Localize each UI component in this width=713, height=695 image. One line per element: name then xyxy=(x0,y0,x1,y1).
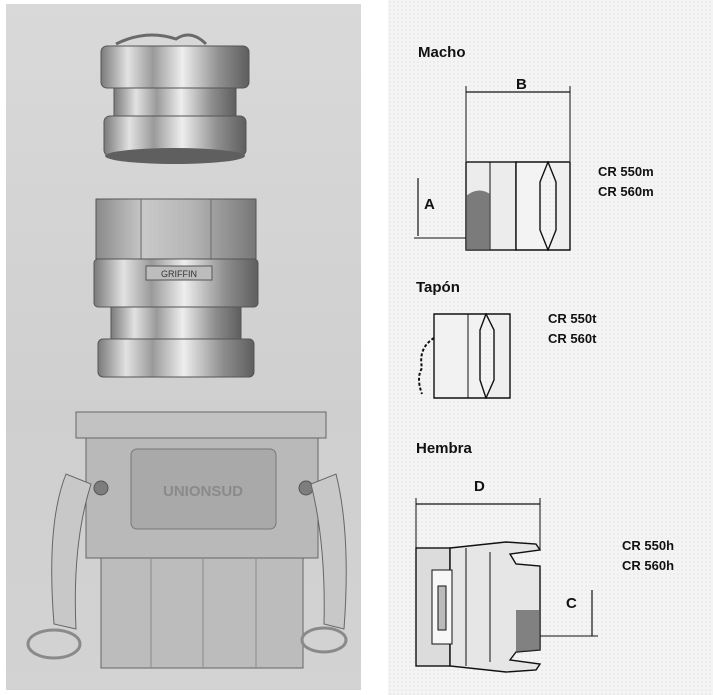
hembra-code-550: CR 550h xyxy=(622,538,675,553)
engraving-top: GRIFFIN xyxy=(161,269,197,279)
plug-photo xyxy=(100,33,250,164)
dimension-label-d: D xyxy=(474,478,485,495)
macho-drawing xyxy=(414,86,571,251)
macho-code-560: CR 560m xyxy=(598,184,654,199)
hembra-code-560: CR 560h xyxy=(622,558,675,573)
hembra-code-list: CR 550h CR 560h xyxy=(622,536,674,576)
engraving-bottom: UNIONSUD xyxy=(163,483,243,500)
dimension-label-b: B xyxy=(516,76,527,93)
coupling-photo-illustration: GRIFFIN UNIONSUD xyxy=(26,33,348,669)
tapon-drawing xyxy=(418,313,511,399)
section-title-macho: Macho xyxy=(418,44,466,61)
tapon-code-list: CR 550t CR 560t xyxy=(548,309,596,349)
dimension-label-c: C xyxy=(566,595,577,612)
female-coupler-photo: UNIONSUD xyxy=(26,411,348,669)
technical-diagram-panel: Macho B A CR 550m CR 560m Tapón CR 550t … xyxy=(388,0,713,695)
section-title-hembra: Hembra xyxy=(416,440,472,457)
macho-code-list: CR 550m CR 560m xyxy=(598,162,654,202)
male-adapter-photo: GRIFFIN xyxy=(93,198,259,378)
product-photo: GRIFFIN UNIONSUD xyxy=(6,4,361,690)
macho-code-550: CR 550m xyxy=(598,164,654,179)
tapon-code-550: CR 550t xyxy=(548,311,597,326)
hembra-drawing xyxy=(415,498,598,673)
section-title-tapon: Tapón xyxy=(416,279,460,296)
dimension-label-a: A xyxy=(424,196,435,213)
tapon-code-560: CR 560t xyxy=(548,331,597,346)
